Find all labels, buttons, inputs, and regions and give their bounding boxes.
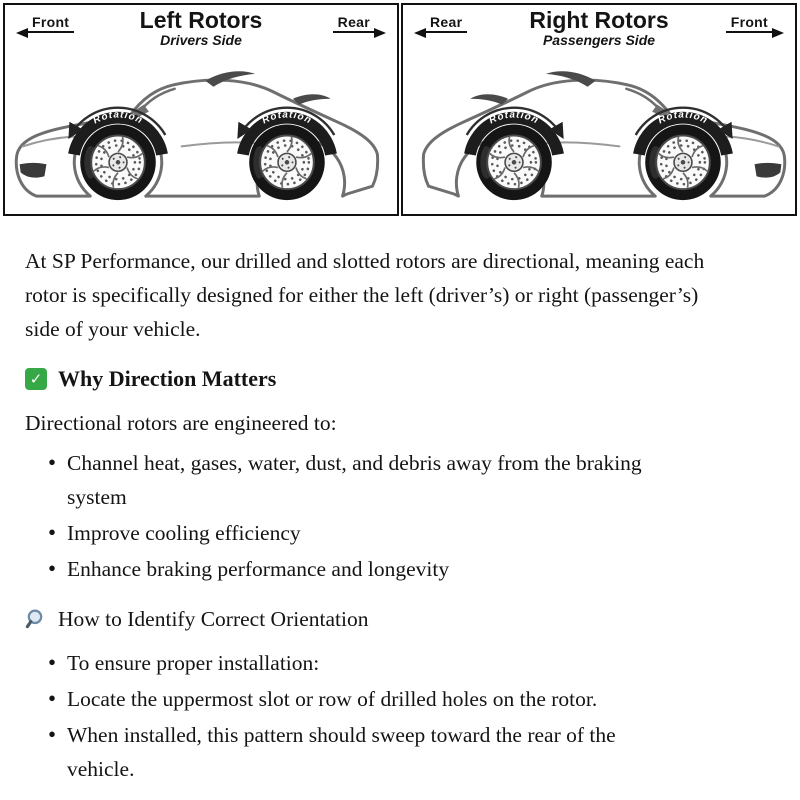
rotation-label: Rotation	[487, 109, 540, 126]
front-direction-label: Front	[725, 14, 784, 38]
right-panel-subtitle: Passengers Side	[542, 32, 656, 49]
front-wheel	[644, 124, 721, 201]
car-illustration-right: Rotation Rotation	[421, 71, 786, 201]
why-lead-text: Directional rotors are engineered to:	[25, 411, 337, 435]
right-panel-title: Right Rotors	[529, 7, 669, 33]
rotation-arrow-icon	[236, 106, 335, 140]
list-item: Enhance braking performance and longevit…	[48, 552, 676, 586]
left-panel-title: Left Rotors	[139, 7, 263, 33]
left-rotors-panel: Front Left Rotors Drivers Side Rear	[3, 3, 399, 216]
check-icon: ✓	[25, 368, 47, 390]
front-label-text: Front	[730, 14, 768, 30]
rotation-arrow-icon	[634, 106, 733, 140]
rotation-arrow-icon	[67, 106, 166, 140]
rotation-label: Rotation	[91, 109, 144, 126]
left-arrow-icon	[414, 27, 426, 38]
intro-paragraph: At SP Performance, our drilled and slott…	[25, 249, 705, 341]
front-label-text: Front	[32, 14, 70, 30]
list-item: Channel heat, gases, water, dust, and de…	[48, 446, 676, 514]
how-bullet-list: To ensure proper installation: Locate th…	[48, 646, 770, 786]
rotor-direction-diagram: Front Left Rotors Drivers Side Rear	[0, 0, 800, 216]
rear-wheel	[248, 124, 325, 201]
rear-direction-label: Rear	[332, 14, 386, 38]
list-item: Improve cooling efficiency	[48, 516, 676, 550]
right-panel-header: Rear Right Rotors Passengers Side Front	[403, 5, 795, 51]
magnifier-icon	[25, 608, 47, 630]
rear-direction-label: Rear	[414, 14, 468, 38]
front-direction-label: Front	[16, 14, 75, 38]
car-body	[14, 71, 379, 198]
left-arrow-icon	[16, 27, 28, 38]
list-item: To ensure proper installation:	[48, 646, 676, 680]
section-heading-identify-orientation: How to Identify Correct Orientation	[25, 602, 770, 636]
right-rotors-panel: Rear Right Rotors Passengers Side Front	[401, 3, 797, 216]
list-item: Locate the uppermost slot or row of dril…	[48, 682, 676, 716]
right-arrow-icon	[374, 27, 386, 38]
rotation-label: Rotation	[260, 109, 313, 126]
left-panel-subtitle: Drivers Side	[160, 32, 242, 49]
section-heading-why-direction-matters: ✓ Why Direction Matters	[25, 362, 770, 396]
how-heading-text: How to Identify Correct Orientation	[58, 607, 369, 631]
rear-label-text: Rear	[337, 14, 370, 30]
rear-wheel	[475, 124, 552, 201]
right-arrow-icon	[772, 27, 784, 38]
front-wheel	[79, 124, 156, 201]
rear-label-text: Rear	[430, 14, 463, 30]
left-panel-header: Front Left Rotors Drivers Side Rear	[5, 5, 397, 51]
rotation-label: Rotation	[656, 109, 709, 126]
why-bullet-list: Channel heat, gases, water, dust, and de…	[48, 446, 770, 586]
car-illustration-left: Rotation Rotation	[14, 71, 379, 201]
list-item: When installed, this pattern should swee…	[48, 718, 676, 786]
why-heading-text: Why Direction Matters	[58, 366, 277, 391]
article-body: At SP Performance, our drilled and slott…	[0, 216, 800, 786]
rotation-arrow-icon	[465, 106, 564, 140]
